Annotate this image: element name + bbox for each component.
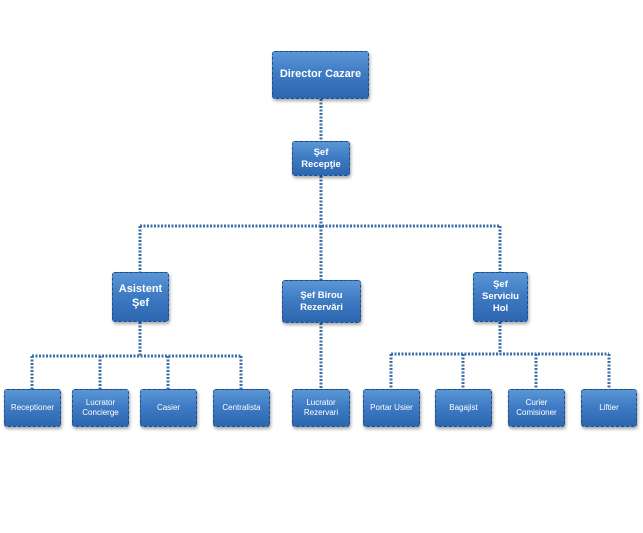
node-label: Şef Birou Rezervări: [300, 289, 343, 313]
node-portar-usier: Portar Usier: [363, 389, 420, 427]
node-sef-serviciu-hol: Şef Serviciu Hol: [473, 272, 528, 322]
node-director-cazare: Director Cazare: [272, 51, 369, 99]
node-label: Lucrator Rezervari: [303, 398, 339, 417]
node-curier-comisioner: Curier Comisioner: [508, 389, 565, 427]
node-sef-birou-rezervari: Şef Birou Rezervări: [282, 280, 361, 323]
node-label: Şef Recepţie: [301, 146, 341, 170]
node-bagajist: Bagajist: [435, 389, 492, 427]
node-label: Asistent Şef: [118, 283, 163, 309]
node-sef-receptie: Şef Recepţie: [292, 141, 350, 176]
node-label: Liftier: [599, 403, 619, 412]
node-liftier: Liftier: [581, 389, 637, 427]
node-lucrator-rezervari: Lucrator Rezervari: [292, 389, 350, 427]
node-label: Centralista: [222, 403, 261, 412]
node-label: Receptioner: [10, 403, 55, 412]
node-label: Lucrator Concierge: [82, 398, 119, 417]
node-label: Casier: [156, 403, 181, 412]
node-label: Director Cazare: [279, 68, 362, 81]
node-casier: Casier: [140, 389, 197, 427]
node-asistent-sef: Asistent Şef: [112, 272, 169, 322]
node-centralista: Centralista: [213, 389, 270, 427]
node-label: Bagajist: [449, 403, 478, 412]
node-label: Curier Comisioner: [516, 398, 557, 417]
node-label: Şef Serviciu Hol: [482, 279, 519, 314]
node-lucrator-concierge: Lucrator Concierge: [72, 389, 129, 427]
node-receptioner: Receptioner: [4, 389, 61, 427]
node-label: Portar Usier: [370, 403, 413, 412]
